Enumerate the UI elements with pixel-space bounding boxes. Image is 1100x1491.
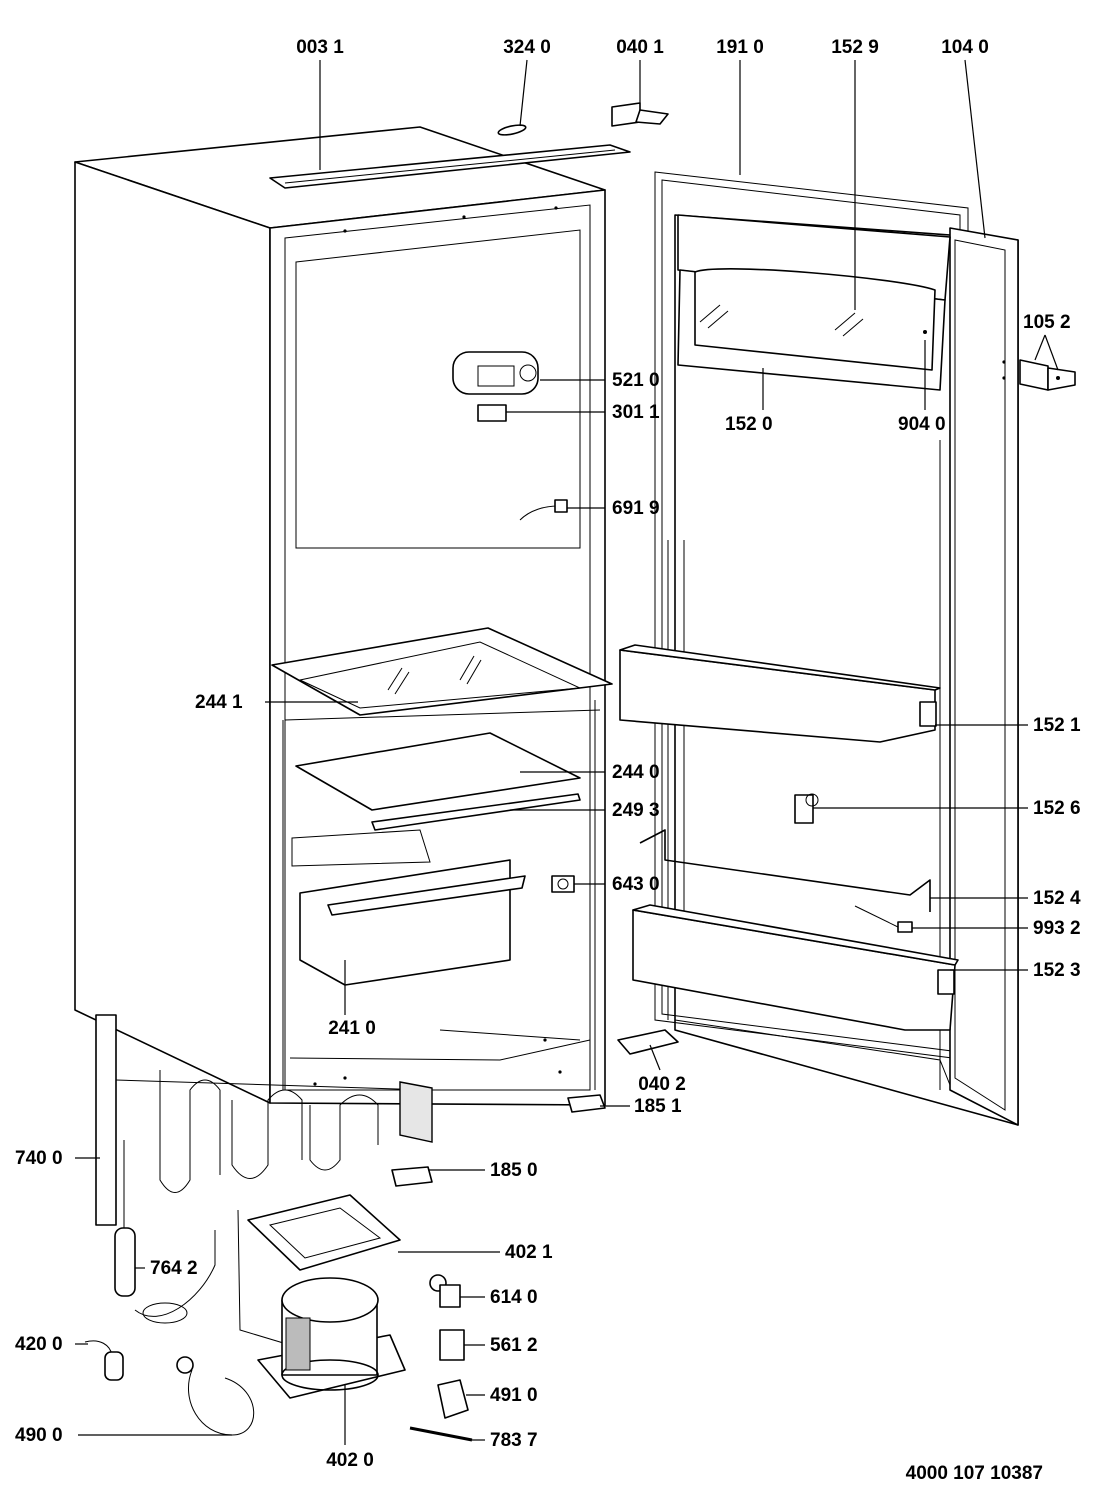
relay [429,1274,461,1308]
filter-drier [114,1140,216,1324]
capacitor [84,1340,124,1381]
door-hinge [1019,359,1076,391]
hinge-plate-bottom [617,1029,679,1055]
door-shelf-upper [619,644,941,743]
label-402-1: 402 1 [505,1242,553,1263]
label-490-0: 490 0 [15,1425,63,1446]
label-324-0: 324 0 [503,37,551,58]
condenser [95,1014,433,1226]
rating-plate [477,404,507,422]
label-152-0: 152 0 [725,414,773,435]
cover-plate-a [567,1094,606,1113]
label-185-1: 185 1 [634,1096,682,1117]
label-104-0: 104 0 [941,37,989,58]
label-241-0: 241 0 [328,1018,376,1039]
label-521-0: 521 0 [612,370,660,391]
cover-plate-b [391,1166,433,1187]
label-301-1: 301 1 [612,402,660,423]
drawing-number: 4000 107 10387 [906,1463,1043,1484]
bottle-rail [639,829,931,912]
pin-part [409,1426,473,1442]
label-740-0: 740 0 [15,1148,63,1169]
door [654,171,1019,1126]
sensor-part [519,499,568,521]
label-691-9: 691 9 [612,498,660,519]
label-420-0: 420 0 [15,1334,63,1355]
label-191-0: 191 0 [716,37,764,58]
label-040-2: 040 2 [638,1074,686,1095]
label-185-0: 185 0 [490,1160,538,1181]
label-561-2: 561 2 [490,1335,538,1356]
label-152-6: 152 6 [1033,798,1081,819]
label-003-1: 003 1 [296,37,344,58]
door-bin-top [677,214,951,391]
glass-shelf-upper [271,627,613,716]
label-491-0: 491 0 [490,1385,538,1406]
lamp-cover [551,875,575,893]
compressor [257,1277,406,1399]
door-shelf-lower [632,904,959,1031]
label-614-0: 614 0 [490,1287,538,1308]
glass-shelf-lower [295,732,581,811]
power-cable [176,1356,255,1436]
label-643-0: 643 0 [612,874,660,895]
door-sensor [854,905,913,933]
label-783-7: 783 7 [490,1430,538,1451]
door-clip [794,793,819,824]
label-402-0: 402 0 [326,1450,374,1471]
label-105-2: 105 2 [1023,312,1071,333]
overload-protector [439,1329,465,1361]
label-244-1: 244 1 [195,692,243,713]
label-152-9: 152 9 [831,37,879,58]
part-labels: 003 1 324 0 040 1 191 0 152 9 104 0 105 … [15,37,1081,1484]
label-152-4: 152 4 [1033,888,1081,909]
shelf-trim [371,793,581,831]
relay-cover [437,1379,469,1419]
crisper-drawer [299,859,526,986]
label-904-0: 904 0 [898,414,946,435]
label-764-2: 764 2 [150,1258,198,1279]
label-244-0: 244 0 [612,762,660,783]
label-152-3: 152 3 [1033,960,1081,981]
thermostat-housing [452,351,539,395]
label-993-2: 993 2 [1033,918,1081,939]
label-040-1: 040 1 [616,37,664,58]
label-249-3: 249 3 [612,800,660,821]
leader-lines [75,59,1059,1445]
clip-part [497,124,527,136]
label-152-1: 152 1 [1033,715,1081,736]
compressor-tray [237,1194,401,1346]
hinge-plate-top [611,102,669,127]
